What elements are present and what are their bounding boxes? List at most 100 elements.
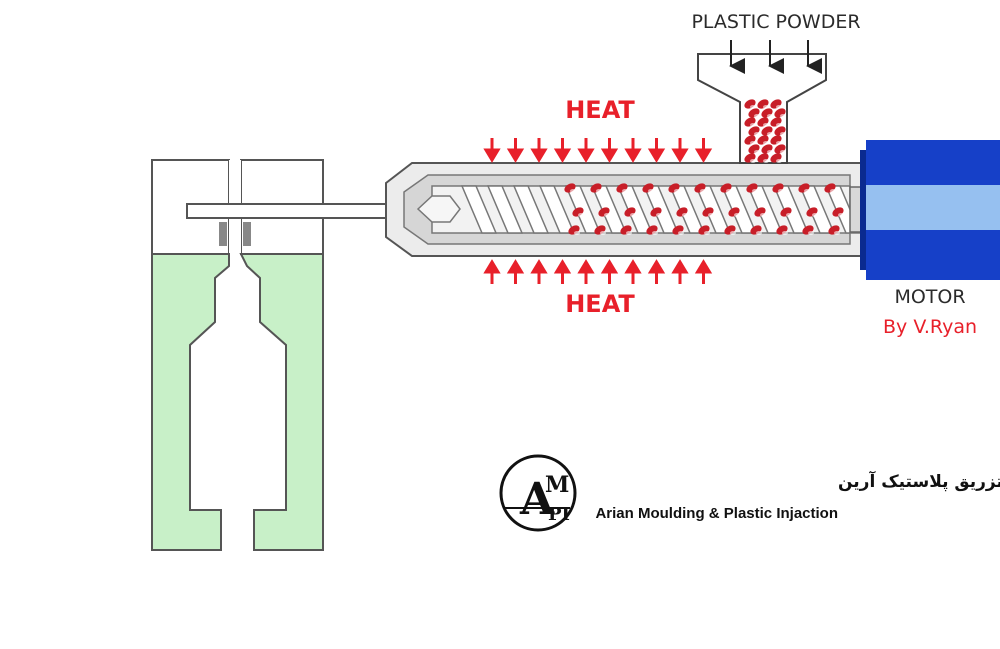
plastic-pellet [772, 183, 784, 193]
plastic-pellet [780, 207, 792, 217]
plastic-pellet [724, 225, 736, 235]
logo-letter-pi: PI [548, 504, 570, 525]
screw-flight [512, 185, 550, 234]
plastic-pellet [694, 183, 706, 193]
heat-arrow-up [553, 259, 572, 284]
plastic-pellet [746, 183, 758, 193]
brand-name-persian: قالبسازی و تزریق پلاستیک آرین [838, 470, 1000, 492]
plastic-pellet [828, 225, 840, 235]
plastic-pellet [728, 207, 740, 217]
barrel [385, 162, 863, 257]
heat-arrows [483, 138, 713, 284]
plastic-pellet [572, 207, 584, 217]
plastic-pellet [702, 207, 714, 217]
plastic-pellet [744, 153, 756, 163]
plastic-pellet [676, 207, 688, 217]
heat-arrow-down [530, 138, 548, 163]
heat-arrow-up [506, 259, 525, 284]
plastic-pellet [757, 99, 769, 109]
heat-arrow-down [671, 138, 689, 163]
screw-flight [460, 185, 498, 234]
screw-flight [486, 185, 524, 234]
plastic-pellet [770, 135, 782, 145]
plastic-pellet [744, 117, 756, 127]
brand-name-english: Arian Moulding & Plastic Injaction [595, 505, 838, 522]
plastic-pellet [744, 135, 756, 145]
gate-right [243, 222, 251, 246]
heat-arrow-up [647, 259, 666, 284]
plastic-pellet [757, 153, 769, 163]
hopper [697, 40, 827, 164]
motor [849, 140, 1000, 280]
screw-tip [416, 195, 461, 223]
heat-arrow-up [694, 259, 713, 284]
heat-arrow-up [624, 259, 642, 284]
plastic-pellet [598, 207, 610, 217]
plastic-pellet [774, 108, 786, 118]
plastic-pellet [757, 117, 769, 127]
plastic-pellet [761, 144, 773, 154]
plastic-pellet [568, 225, 580, 235]
plastic-pellet [754, 207, 766, 217]
heat-arrow-up [530, 259, 548, 284]
mould-right-half [239, 253, 324, 551]
heat-arrow-up [483, 259, 501, 284]
motor-flange [860, 150, 868, 270]
plastic-pellet [620, 225, 632, 235]
heat-arrow-down [600, 138, 619, 163]
plastic-pellet [590, 183, 602, 193]
plastic-pellet [770, 117, 782, 127]
plastic-pellet [748, 108, 760, 118]
heat-arrow-up [671, 259, 689, 284]
plastic-pellet [672, 225, 684, 235]
heat-arrow-up [600, 259, 619, 284]
plastic-pellet [757, 135, 769, 145]
plastic-pellet [774, 144, 786, 154]
plastic-pellet [646, 225, 658, 235]
plastic-powder-label: PLASTIC POWDER [691, 11, 860, 33]
nozzle [186, 203, 403, 219]
plastic-pellet [698, 225, 710, 235]
motor-band [866, 185, 1000, 230]
motor-label: MOTOR [894, 286, 965, 308]
plastic-pellet [832, 207, 844, 217]
plastic-pellet [650, 207, 662, 217]
heat-arrow-up [577, 259, 595, 284]
logo-ring [499, 454, 577, 532]
logo-letter-m: M [545, 472, 569, 498]
logo-letter-a: A [519, 474, 555, 525]
plastic-pellet [564, 183, 576, 193]
heat-arrow-down [483, 138, 501, 163]
plastic-pellet [744, 99, 756, 109]
plastic-pellet [802, 225, 814, 235]
plastic-pellet [748, 144, 760, 154]
heat-arrow-down [647, 138, 666, 163]
pellets-in-hopper [744, 99, 786, 163]
heat-arrow-down [694, 138, 713, 163]
plastic-pellet [761, 126, 773, 136]
heat-arrow-down [553, 138, 572, 163]
heat-label-bottom: HEAT [565, 290, 635, 318]
gate-left [219, 222, 227, 246]
plastic-pellet [806, 207, 818, 217]
heat-arrow-down [506, 138, 525, 163]
plastic-pellet [750, 225, 762, 235]
credit-label: By V.Ryan [883, 316, 977, 338]
heat-arrow-down [624, 138, 642, 163]
plastic-pellet [594, 225, 606, 235]
heat-label-top: HEAT [565, 96, 635, 124]
plastic-pellet [776, 225, 788, 235]
plastic-pellet [616, 183, 628, 193]
plastic-pellet [624, 207, 636, 217]
brand-logo: A M PI [499, 454, 577, 532]
mould-left-half [151, 253, 230, 551]
mould [151, 159, 324, 551]
plastic-pellet [668, 183, 680, 193]
pellets-in-barrel [564, 183, 844, 235]
plastic-pellet [761, 108, 773, 118]
plastic-pellet [770, 153, 782, 163]
plastic-pellet [798, 183, 810, 193]
plastic-pellet [642, 183, 654, 193]
